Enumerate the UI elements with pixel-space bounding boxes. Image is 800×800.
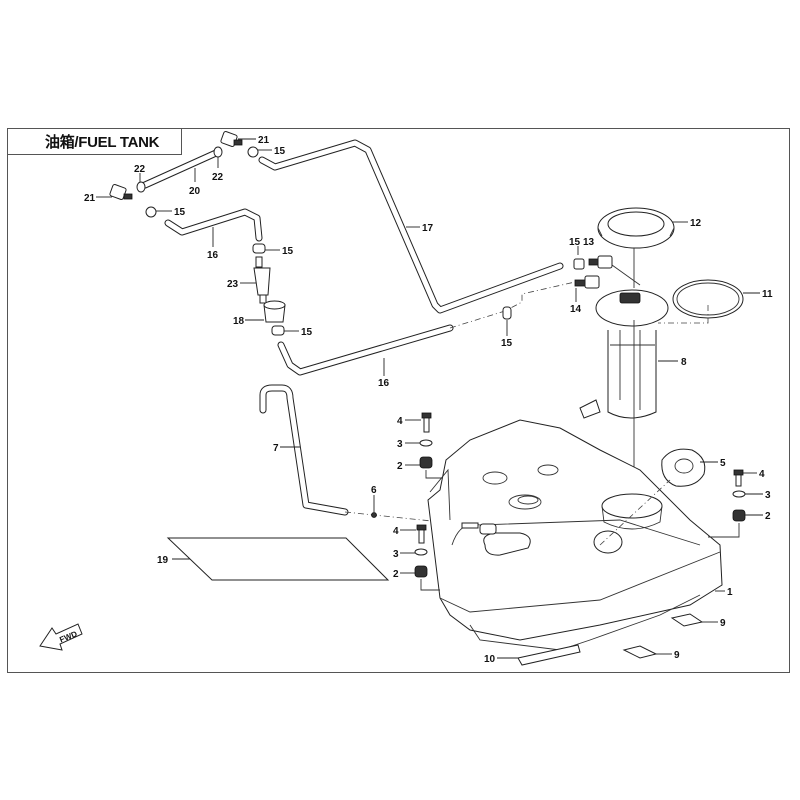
clamp-22-right[interactable] bbox=[213, 146, 223, 158]
connector-14[interactable] bbox=[574, 275, 600, 289]
callout-23[interactable]: 23 bbox=[227, 279, 239, 290]
fuel-filter-23[interactable] bbox=[253, 256, 271, 304]
callout-21[interactable]: 21 bbox=[84, 193, 96, 204]
pad-9-upper[interactable] bbox=[670, 613, 704, 627]
callout-15[interactable]: 15 bbox=[301, 327, 313, 338]
callout-14[interactable]: 14 bbox=[570, 304, 582, 315]
clamp-15-pump[interactable] bbox=[573, 258, 585, 270]
bolt-4-lower-left[interactable] bbox=[416, 524, 427, 544]
callout-2[interactable]: 2 bbox=[393, 569, 399, 580]
callout-3[interactable]: 3 bbox=[393, 549, 399, 560]
callout-16[interactable]: 16 bbox=[207, 250, 219, 261]
bolt-4-right[interactable] bbox=[733, 469, 744, 487]
grommet-2-right[interactable] bbox=[732, 509, 746, 522]
callout-19[interactable]: 19 bbox=[157, 555, 169, 566]
clamp-15-top[interactable] bbox=[247, 146, 259, 158]
callout-4[interactable]: 4 bbox=[759, 469, 765, 480]
callout-18[interactable]: 18 bbox=[233, 316, 245, 327]
clamp-15-filter-bottom[interactable] bbox=[271, 325, 285, 336]
heat-shield-19[interactable] bbox=[166, 537, 390, 581]
diagram-title: 油箱/FUEL TANK bbox=[7, 128, 182, 155]
callout-22[interactable]: 22 bbox=[134, 164, 146, 175]
clamp-15-left[interactable] bbox=[145, 206, 157, 218]
callout-15[interactable]: 15 bbox=[282, 246, 294, 257]
bolt-4-upper-left[interactable] bbox=[421, 412, 432, 433]
hose-20[interactable] bbox=[141, 149, 220, 189]
breather-hose-7[interactable] bbox=[259, 384, 349, 516]
pad-9-lower[interactable] bbox=[622, 645, 658, 659]
fuel-tank-1[interactable] bbox=[427, 419, 723, 651]
fitting-21-upper[interactable] bbox=[220, 131, 243, 147]
callout-16[interactable]: 16 bbox=[378, 378, 390, 389]
hose-17[interactable] bbox=[258, 139, 564, 314]
fuel-cap-5[interactable] bbox=[661, 448, 706, 487]
callout-10[interactable]: 10 bbox=[484, 654, 496, 665]
seal-ring-11[interactable] bbox=[672, 279, 744, 319]
connector-13[interactable] bbox=[588, 255, 613, 269]
callout-6[interactable]: 6 bbox=[371, 485, 377, 496]
fwd-arrow-icon: FWD bbox=[39, 623, 83, 651]
callout-21[interactable]: 21 bbox=[258, 135, 270, 146]
callout-11[interactable]: 11 bbox=[762, 289, 773, 300]
callout-1[interactable]: 1 bbox=[727, 587, 733, 598]
callout-3[interactable]: 3 bbox=[397, 439, 403, 450]
lock-ring-12[interactable] bbox=[597, 207, 675, 249]
grommet-2-upper-left[interactable] bbox=[419, 456, 433, 469]
callout-7[interactable]: 7 bbox=[273, 443, 279, 454]
callout-2[interactable]: 2 bbox=[397, 461, 403, 472]
diagram-frame bbox=[7, 128, 790, 673]
callout-5[interactable]: 5 bbox=[720, 458, 726, 469]
callout-9[interactable]: 9 bbox=[720, 618, 726, 629]
leader-lines bbox=[96, 138, 763, 659]
callout-15[interactable]: 15 bbox=[501, 338, 513, 349]
clamp-15-filter-top[interactable] bbox=[252, 243, 266, 254]
clip-6[interactable] bbox=[371, 512, 377, 518]
callout-12[interactable]: 12 bbox=[690, 218, 702, 229]
callout-15[interactable]: 15 bbox=[274, 146, 286, 157]
callout-4[interactable]: 4 bbox=[397, 416, 403, 427]
clamp-15-mid[interactable] bbox=[502, 306, 512, 320]
callout-9[interactable]: 9 bbox=[674, 650, 680, 661]
callout-22[interactable]: 22 bbox=[212, 172, 224, 183]
pad-10[interactable] bbox=[517, 644, 581, 666]
washer-3-upper-left[interactable] bbox=[419, 439, 433, 447]
callout-3[interactable]: 3 bbox=[765, 490, 771, 501]
callout-labels: 21 15 22 22 20 21 15 16 15 23 18 15 17 1… bbox=[84, 135, 773, 665]
callout-13[interactable]: 13 bbox=[583, 237, 595, 248]
callout-15[interactable]: 15 bbox=[174, 207, 186, 218]
hose-16-lower[interactable] bbox=[277, 324, 454, 376]
callout-8[interactable]: 8 bbox=[681, 357, 687, 368]
callout-2[interactable]: 2 bbox=[765, 511, 771, 522]
washer-3-lower-left[interactable] bbox=[414, 548, 428, 556]
fuel-pump-8[interactable] bbox=[579, 289, 669, 419]
hose-16-upper[interactable] bbox=[164, 208, 263, 242]
callout-4[interactable]: 4 bbox=[393, 526, 399, 537]
grommet-2-lower-left[interactable] bbox=[414, 565, 428, 578]
callout-17[interactable]: 17 bbox=[422, 223, 434, 234]
fitting-21-lower[interactable] bbox=[109, 184, 133, 200]
washer-3-right[interactable] bbox=[732, 490, 746, 498]
callout-15[interactable]: 15 bbox=[569, 237, 581, 248]
callout-20[interactable]: 20 bbox=[189, 186, 201, 197]
filter-holder-18[interactable] bbox=[263, 300, 286, 323]
clamp-22-left[interactable] bbox=[136, 181, 146, 193]
